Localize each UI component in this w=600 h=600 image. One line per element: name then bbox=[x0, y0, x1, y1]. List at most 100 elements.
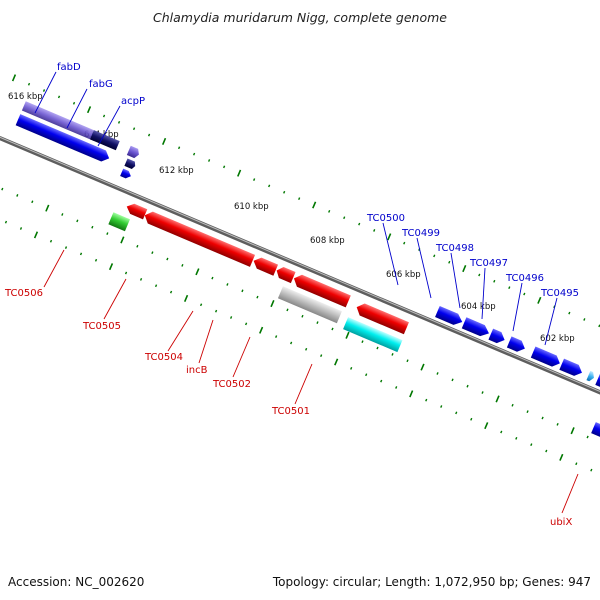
tick-mark bbox=[169, 290, 173, 294]
gene-label-ubiX[interactable]: ubiX bbox=[550, 517, 572, 528]
gene-fabG-feature[interactable] bbox=[90, 130, 120, 151]
tick-mark bbox=[484, 422, 489, 430]
map-title: Chlamydia muridarum Nigg, complete genom… bbox=[153, 10, 447, 25]
gene-label-fabD[interactable]: fabD bbox=[57, 62, 81, 73]
tick-mark bbox=[166, 257, 169, 261]
tick-mark bbox=[245, 322, 248, 326]
tick-mark bbox=[586, 435, 589, 439]
tick-mark bbox=[49, 239, 53, 243]
gene-TC0500-feature[interactable] bbox=[435, 305, 465, 328]
gene-blue-feature-1[interactable] bbox=[15, 114, 85, 152]
tick-mark bbox=[237, 169, 242, 177]
gene-label-TC0496[interactable]: TC0496 bbox=[505, 273, 544, 284]
gene-label-TC0502[interactable]: TC0502 bbox=[212, 379, 251, 390]
gene-red-feature-2[interactable] bbox=[354, 301, 409, 335]
tick-mark bbox=[334, 358, 339, 366]
tick-mark bbox=[515, 436, 518, 440]
tick-label-612: 612 kbp bbox=[159, 166, 194, 176]
tick-mark bbox=[508, 286, 511, 290]
tick-mark bbox=[301, 314, 304, 318]
gene-label-TC0498[interactable]: TC0498 bbox=[435, 243, 474, 254]
gene-label-TC0500[interactable]: TC0500 bbox=[366, 213, 405, 224]
tick-mark bbox=[151, 251, 154, 255]
gene-label-TC0501[interactable]: TC0501 bbox=[271, 406, 310, 417]
gene-sky-feature[interactable] bbox=[586, 370, 595, 383]
tick-mark bbox=[195, 268, 200, 276]
tick-mark bbox=[42, 89, 46, 92]
gene-incB-feature[interactable] bbox=[274, 265, 296, 284]
tick-mark bbox=[409, 390, 414, 398]
tick-mark bbox=[559, 453, 564, 461]
tick-mark bbox=[500, 430, 503, 434]
tick-mark bbox=[16, 194, 19, 197]
tick-mark bbox=[387, 233, 392, 241]
tick-mark bbox=[226, 283, 229, 286]
tick-mark bbox=[177, 146, 181, 150]
tick-mark bbox=[320, 354, 323, 358]
gene-blue-feature-4[interactable] bbox=[591, 422, 600, 449]
tick-mark bbox=[61, 213, 64, 216]
gene-TC0502-feature[interactable] bbox=[291, 272, 351, 308]
tick-mark bbox=[154, 284, 158, 288]
tick-mark bbox=[436, 372, 439, 375]
gene-TC0495-feature[interactable] bbox=[559, 358, 584, 379]
gene-TC0501-feature[interactable] bbox=[343, 317, 403, 353]
tick-mark bbox=[568, 311, 571, 315]
tick-mark bbox=[211, 276, 214, 280]
tick-mark bbox=[19, 227, 23, 230]
tick-mark bbox=[76, 219, 79, 223]
tick-mark bbox=[403, 241, 406, 245]
gene-features bbox=[15, 101, 600, 449]
gene-TC0505-feature[interactable] bbox=[142, 209, 256, 267]
tick-mark bbox=[570, 427, 575, 435]
gene-label-TC0497[interactable]: TC0497 bbox=[469, 258, 508, 269]
gene-label-TC0505[interactable]: TC0505 bbox=[82, 321, 121, 332]
gene-TC0497-feature[interactable] bbox=[506, 336, 527, 354]
gene-label-TC0504[interactable]: TC0504 bbox=[144, 352, 183, 363]
tick-mark bbox=[470, 417, 473, 421]
tick-mark bbox=[298, 197, 301, 201]
tick-mark bbox=[590, 468, 593, 472]
tick-mark bbox=[583, 318, 586, 321]
tick-mark bbox=[395, 386, 398, 389]
tick-mark bbox=[27, 82, 31, 86]
tick-label-604: 604 kbp bbox=[461, 302, 496, 312]
tick-mark bbox=[139, 277, 143, 281]
gene-small-navy-feature[interactable] bbox=[124, 158, 136, 170]
gene-TC0506-feature[interactable] bbox=[108, 212, 131, 232]
gene-label-TC0495[interactable]: TC0495 bbox=[540, 288, 579, 299]
tick-mark bbox=[147, 133, 151, 137]
tick-mark bbox=[106, 232, 109, 235]
gene-TC0499-feature[interactable] bbox=[461, 317, 492, 339]
gene-fabD-feature[interactable] bbox=[21, 101, 98, 141]
gene-TC0498-feature[interactable] bbox=[488, 328, 506, 346]
gene-label-acpP[interactable]: acpP bbox=[121, 96, 145, 107]
tick-mark bbox=[223, 165, 226, 169]
gene-label-TC0506[interactable]: TC0506 bbox=[4, 288, 43, 299]
tick-mark bbox=[440, 405, 443, 408]
tick-mark bbox=[253, 178, 256, 181]
gene-blue-feature-2[interactable] bbox=[74, 139, 112, 164]
leader-lines bbox=[34, 71, 579, 514]
gene-red-feature-1[interactable] bbox=[125, 201, 148, 220]
gene-small-blue-feature[interactable] bbox=[120, 168, 132, 180]
tick-mark bbox=[523, 292, 526, 296]
tick-mark bbox=[33, 231, 39, 239]
tick-mark bbox=[433, 254, 436, 258]
gene-TC0504-feature[interactable] bbox=[251, 255, 279, 276]
gene-acpP-feature[interactable] bbox=[126, 145, 141, 159]
gene-gray-feature[interactable] bbox=[277, 286, 342, 324]
tick-mark bbox=[64, 246, 68, 249]
genome-summary-text: Topology: circular; Length: 1,072,950 bp… bbox=[272, 575, 591, 589]
tick-mark bbox=[120, 236, 125, 244]
tick-mark bbox=[541, 416, 544, 420]
gene-label-TC0499[interactable]: TC0499 bbox=[401, 228, 440, 239]
gene-TC0496-feature[interactable] bbox=[530, 346, 562, 369]
gene-label-incB[interactable]: incB bbox=[186, 365, 208, 376]
gene-label-fabG[interactable]: fabG bbox=[89, 79, 113, 90]
tick-label-616: 616 kbp bbox=[8, 92, 43, 102]
tick-mark bbox=[481, 391, 484, 394]
tick-mark bbox=[208, 159, 211, 162]
tick-mark bbox=[358, 222, 361, 226]
